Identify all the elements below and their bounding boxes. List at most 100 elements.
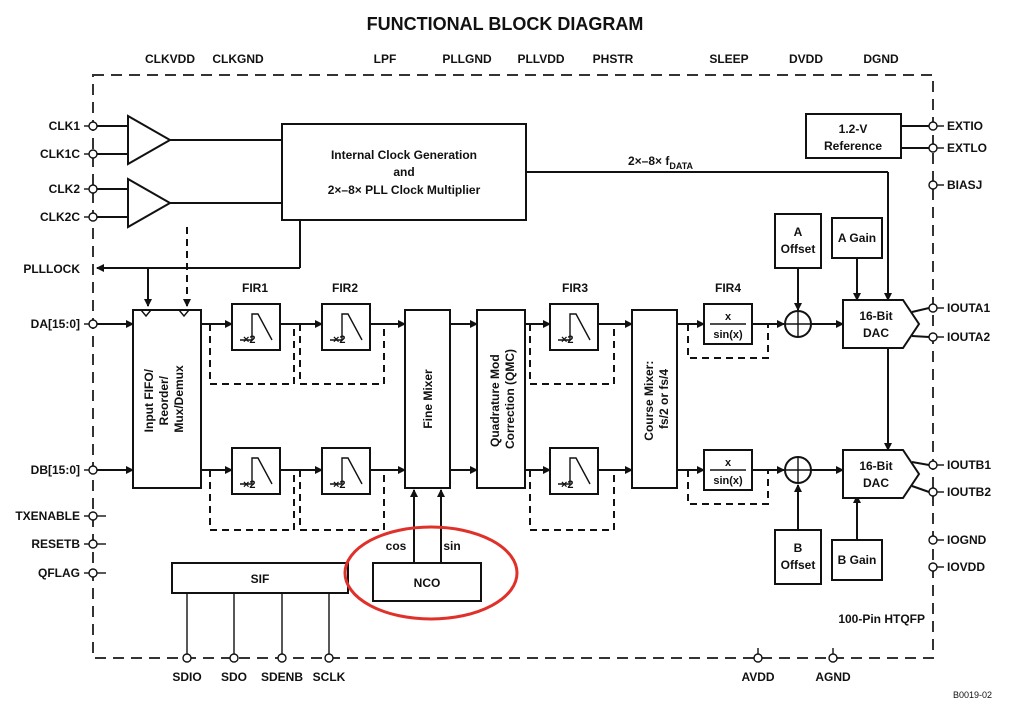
b-offset-block xyxy=(774,529,822,585)
pin-iognd-label: IOGND xyxy=(947,533,987,547)
fir3-section: FIR3 ×2 ×2 xyxy=(529,281,633,531)
fir4-section: FIR4 x sin(x) x sin(x) xyxy=(687,281,785,505)
fir1-b-block xyxy=(231,447,281,495)
pin-clk1-label: CLK1 xyxy=(49,119,81,133)
pin-ioutb2-label: IOUTB2 xyxy=(947,485,991,499)
fir2-b-x2: ×2 xyxy=(333,479,346,491)
dac-a-line-1: 16-Bit xyxy=(859,309,892,323)
course-mixer-label: Course Mixer: fs/2 or fs/4 xyxy=(642,357,671,440)
clock-out-label: 2×–8× fDATA xyxy=(628,154,694,171)
course-mixer-block xyxy=(631,309,678,489)
pin-agnd-label: AGND xyxy=(815,670,851,684)
pin-sdo-label: SDO xyxy=(221,670,247,684)
nco-block xyxy=(372,562,482,602)
pin-da-marker xyxy=(88,319,98,329)
fine-mixer-section: Fine Mixer xyxy=(404,309,478,489)
pin-txenable-label: TXENABLE xyxy=(15,509,80,523)
fir3-b-block xyxy=(549,447,599,495)
fir2-a-x2: ×2 xyxy=(333,334,346,346)
pin-clkgnd-label: CLKGND xyxy=(212,52,264,66)
fir3-label: FIR3 xyxy=(562,281,588,295)
b-offset-line-1: B xyxy=(794,541,803,555)
nco-cos-label: cos xyxy=(386,539,407,553)
course-mixer-line-2: fs/2 or fs/4 xyxy=(657,369,671,429)
clock-buffer-1 xyxy=(127,114,173,166)
pin-iouta1-marker xyxy=(928,303,938,313)
fir1-a-x2: ×2 xyxy=(243,334,256,346)
fir4-b-denominator: sin(x) xyxy=(713,475,743,487)
dac-b-block xyxy=(842,449,921,499)
pin-iognd-marker xyxy=(928,535,938,545)
pin-agnd-marker xyxy=(828,653,838,663)
pin-clkvdd-label: CLKVDD xyxy=(145,52,195,66)
pin-sclk-marker xyxy=(324,653,334,663)
fir1-label: FIR1 xyxy=(242,281,268,295)
pin-lpf-label: LPF xyxy=(374,52,397,66)
dac-b-line-1: 16-Bit xyxy=(859,459,892,473)
pin-pllvdd-label: PLLVDD xyxy=(517,52,564,66)
left-pins: CLK1 CLK1C CLK2 CLK2C PLLLOCK DA[15:0] D… xyxy=(15,119,106,580)
pin-resetb-marker xyxy=(88,539,98,549)
pin-extlo-label: EXTLO xyxy=(947,141,987,155)
clock-section: Internal Clock Generation and 2×–8× PLL … xyxy=(96,114,892,451)
dac-section: 16-Bit DAC 16-Bit DAC xyxy=(842,299,930,499)
pin-sdio-label: SDIO xyxy=(172,670,201,684)
pin-phstr-label: PHSTR xyxy=(593,52,634,66)
pin-ioutb2-marker xyxy=(928,487,938,497)
fir-b-section: ×2 ×2 xyxy=(201,447,406,531)
bottom-pins: SDIO SDO SDENB SCLK AVDD AGND xyxy=(172,593,851,684)
b-offset-line-2: Offset xyxy=(781,558,816,572)
clock-generation-block xyxy=(281,123,527,221)
fir3-b-x2: ×2 xyxy=(561,479,574,491)
fir2-b-block xyxy=(321,447,371,495)
fine-mixer-label: Fine Mixer xyxy=(421,369,435,429)
nco-highlight-ellipse xyxy=(343,525,519,621)
dac-b-line-2: DAC xyxy=(863,476,889,490)
pin-clk2-marker xyxy=(88,184,98,194)
pin-extio-label: EXTIO xyxy=(947,119,983,133)
diagram-title: FUNCTIONAL BLOCK DIAGRAM xyxy=(367,14,644,34)
course-mixer-section: Course Mixer: fs/2 or fs/4 xyxy=(631,309,705,489)
pin-iovdd-label: IOVDD xyxy=(947,560,985,574)
pin-qflag-marker xyxy=(88,568,98,578)
pin-db-label: DB[15:0] xyxy=(31,463,80,477)
clock-gen-line-2: and xyxy=(393,165,414,179)
offset-b-section: B Offset B Gain xyxy=(774,456,883,585)
pin-biasj-label: BIASJ xyxy=(947,178,982,192)
reference-line-1: 1.2-V xyxy=(839,122,868,136)
clock-gen-line-1: Internal Clock Generation xyxy=(331,148,477,162)
a-gain-label: A Gain xyxy=(838,231,876,245)
pin-pllgnd-label: PLLGND xyxy=(442,52,492,66)
pin-iouta2-label: IOUTA2 xyxy=(947,330,990,344)
pin-sclk-label: SCLK xyxy=(313,670,346,684)
clock-buffer-2 xyxy=(127,177,173,229)
figure-id: B0019-02 xyxy=(953,690,992,700)
pin-sdo-marker xyxy=(229,653,239,663)
sif-block xyxy=(171,562,349,594)
fir3-a-x2: ×2 xyxy=(561,334,574,346)
dac-a-line-2: DAC xyxy=(863,326,889,340)
right-pins: EXTIO EXTLO BIASJ IOUTA1 IOUTA2 IOUTB1 I… xyxy=(928,119,991,574)
offset-a-section: A Offset A Gain xyxy=(774,213,883,338)
fifo-line-1: Input FIFO/ xyxy=(142,368,156,432)
fir-a-section: FIR1 FIR2 ×2 ×2 xyxy=(201,281,406,385)
pin-clk1-marker xyxy=(88,121,98,131)
chip-outline xyxy=(92,74,934,659)
top-pins: CLKVDD CLKGND LPF PLLGND PLLVDD PHSTR SL… xyxy=(145,52,899,66)
nco-sin-label: sin xyxy=(443,539,460,553)
pin-avdd-label: AVDD xyxy=(741,670,774,684)
fir4-label: FIR4 xyxy=(715,281,741,295)
fir1-a-block xyxy=(231,303,281,351)
pin-qflag-label: QFLAG xyxy=(38,566,80,580)
fifo-line-3: Mux/Demux xyxy=(172,365,186,433)
reference-section: 1.2-V Reference xyxy=(805,113,929,159)
nco-section: NCO cos sin xyxy=(343,489,519,621)
pin-iouta1-label: IOUTA1 xyxy=(947,301,990,315)
pin-extio-marker xyxy=(928,121,938,131)
pin-clk2-label: CLK2 xyxy=(49,182,81,196)
a-offset-block xyxy=(774,213,822,269)
pin-sdenb-marker xyxy=(277,653,287,663)
pin-ioutb1-label: IOUTB1 xyxy=(947,458,991,472)
pin-da-label: DA[15:0] xyxy=(31,317,80,331)
